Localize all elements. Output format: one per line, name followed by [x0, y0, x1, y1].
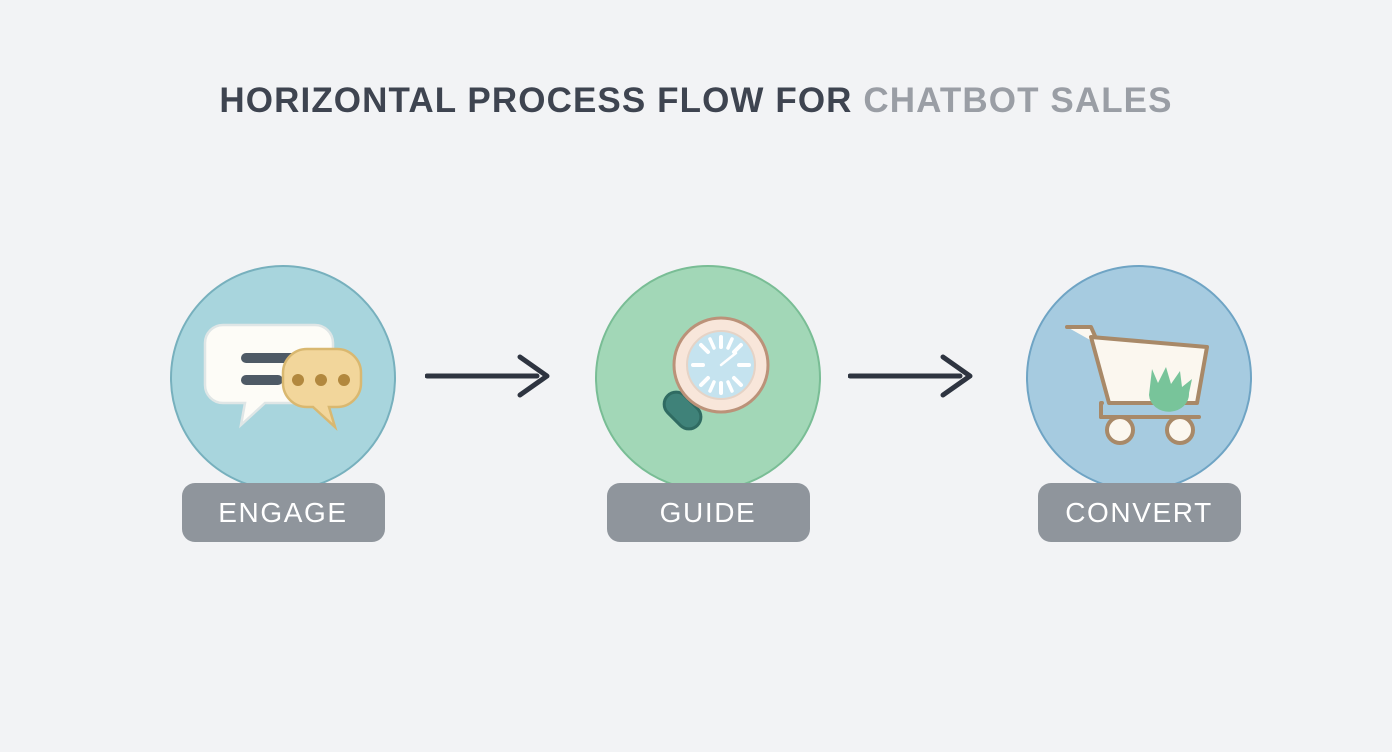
chat-bubbles-icon [203, 313, 363, 443]
arrow-engage-to-guide [425, 353, 575, 409]
step-icon-circle-engage [170, 265, 396, 491]
arrow-guide-to-convert [848, 353, 998, 409]
title-bar: HORIZONTAL PROCESS FLOW FOR CHATBOT SALE… [0, 0, 1392, 200]
step-label-text: GUIDE [659, 496, 757, 528]
process-step-convert[interactable]: CONVERT [1024, 265, 1254, 542]
shopping-cart-icon [1057, 311, 1222, 446]
step-label-engage[interactable]: ENGAGE [181, 483, 385, 542]
step-icon-circle-convert [1026, 265, 1252, 491]
page-title: HORIZONTAL PROCESS FLOW FOR CHATBOT SALE… [219, 83, 1172, 118]
step-label-convert[interactable]: CONVERT [1037, 483, 1241, 542]
step-icon-circle-guide [595, 265, 821, 491]
process-step-engage[interactable]: ENGAGE [168, 265, 398, 542]
process-step-guide[interactable]: GUIDE [593, 265, 823, 542]
page-title-primary: HORIZONTAL PROCESS FLOW FOR [219, 80, 853, 120]
step-label-guide[interactable]: GUIDE [606, 483, 810, 542]
page-title-secondary: CHATBOT SALES [863, 80, 1173, 120]
process-flow-row: ENGAGE [0, 265, 1392, 555]
magnifying-glass-icon [633, 303, 783, 453]
step-label-text: ENGAGE [218, 496, 348, 528]
step-label-text: CONVERT [1065, 496, 1213, 528]
